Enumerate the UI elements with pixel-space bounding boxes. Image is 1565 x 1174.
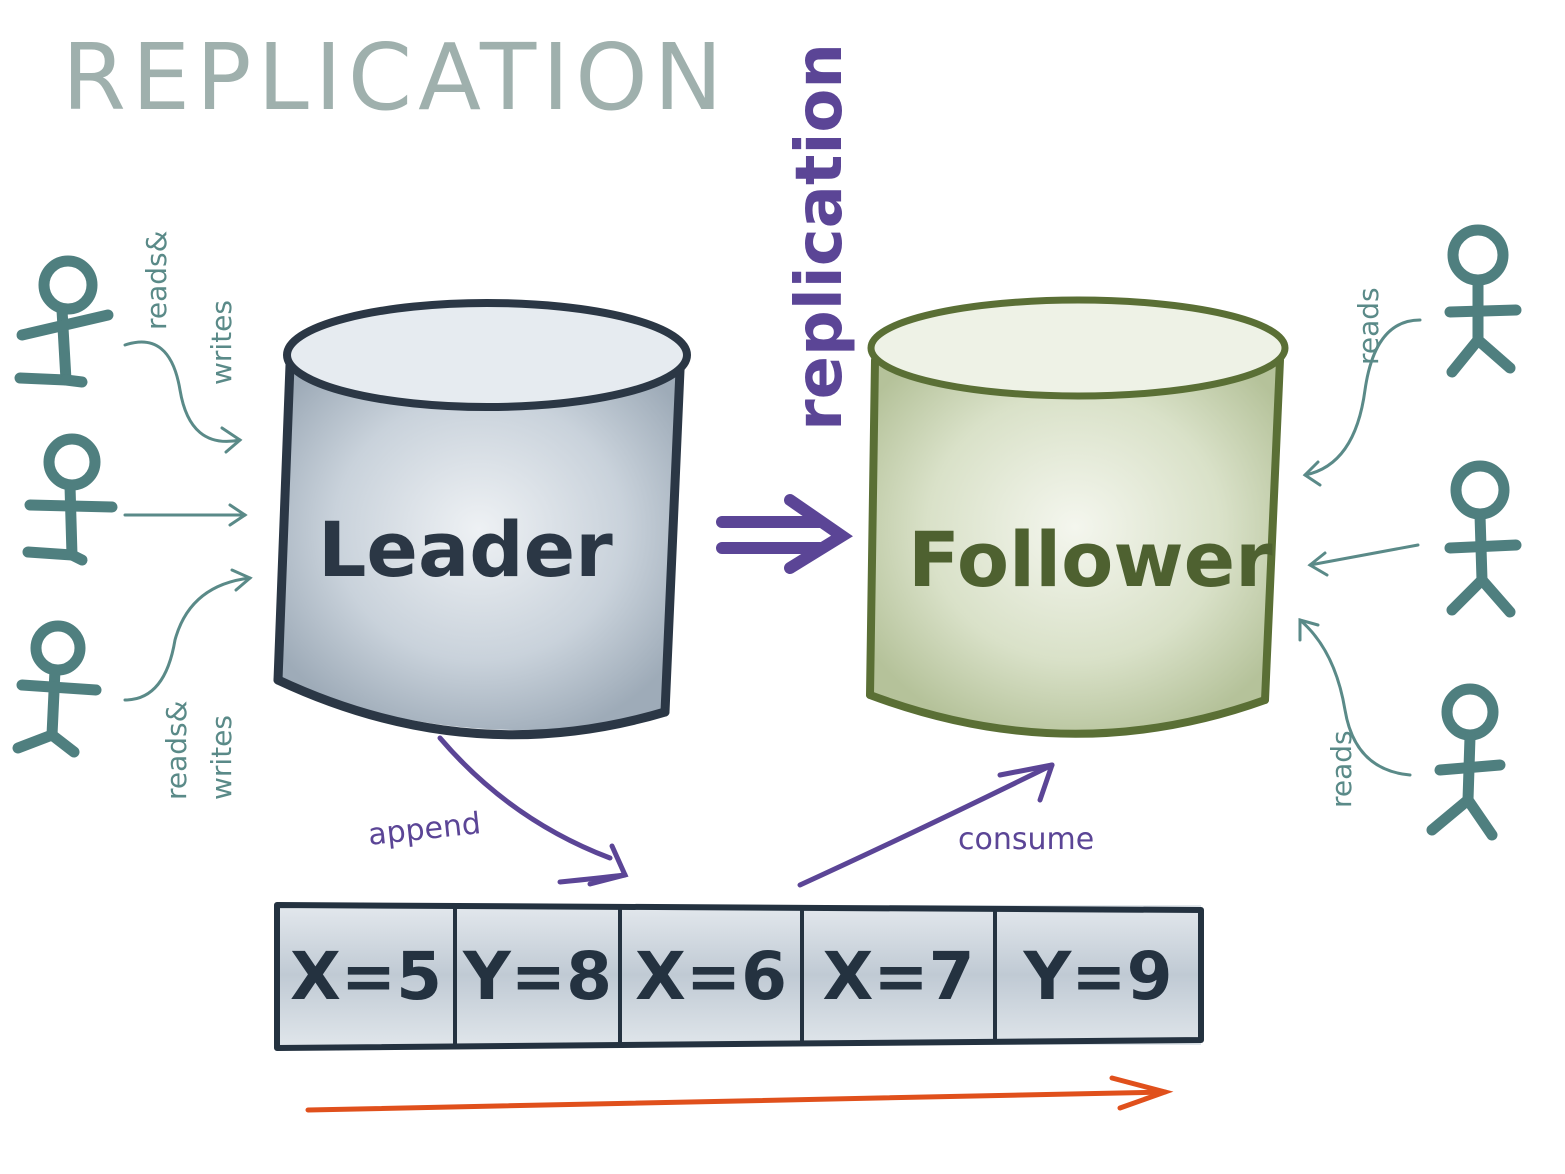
right-bottom-reads-label: reads — [1325, 730, 1358, 808]
leader-label: Leader — [318, 505, 613, 594]
user-icon — [12, 620, 102, 758]
left-bottom-writes-label: writes — [205, 715, 238, 800]
replication-label: replication — [783, 43, 857, 431]
page-title: REPLICATION — [62, 24, 729, 131]
log-direction-arrow — [305, 1075, 1174, 1113]
leader-database — [273, 299, 691, 740]
user-icon — [14, 255, 114, 388]
user-icon — [22, 433, 118, 566]
log — [274, 902, 1204, 1051]
left-top-reads-label: reads& — [140, 230, 173, 330]
follower-database — [866, 296, 1289, 738]
append-arrow — [437, 735, 629, 887]
log-entry: Y=8 — [462, 937, 612, 1015]
log-entry: X=7 — [822, 937, 975, 1015]
left-users — [12, 255, 118, 758]
consume-arrow — [797, 762, 1055, 888]
left-bottom-reads-label: reads& — [160, 700, 193, 800]
replication-arrow — [716, 494, 853, 574]
left-top-writes-label: writes — [205, 300, 238, 385]
user-icon — [1444, 460, 1522, 618]
log-entry: X=5 — [289, 937, 443, 1015]
right-top-reads-label: reads — [1352, 287, 1385, 365]
user-icon — [1426, 683, 1506, 841]
log-entry: Y=9 — [1023, 937, 1173, 1015]
right-users — [1426, 224, 1522, 841]
log-entry: X=6 — [634, 937, 788, 1015]
user-icon — [1444, 224, 1522, 378]
follower-label: Follower — [908, 515, 1273, 604]
right-access-arrows — [1298, 318, 1422, 777]
consume-label: consume — [958, 822, 1095, 857]
left-access-arrows — [123, 340, 253, 702]
